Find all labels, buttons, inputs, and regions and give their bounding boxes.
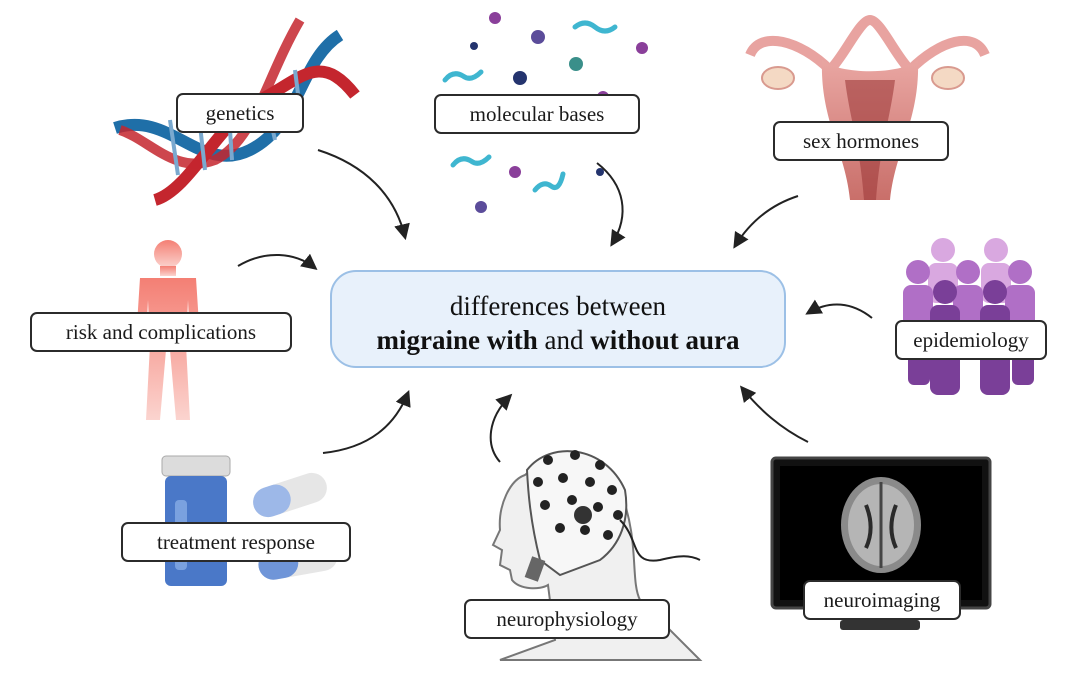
arrow-neurophysiology	[489, 393, 513, 463]
label-treatment-response: treatment response	[121, 522, 351, 562]
central-topic-bold2: without aura	[590, 325, 740, 355]
central-topic-and: and	[537, 325, 591, 355]
arrow-neuroimaging	[739, 385, 809, 443]
uterus-icon	[745, 14, 990, 200]
central-topic-bold1: migraine with	[376, 325, 538, 355]
label-risk-and-complications: risk and complications	[30, 312, 292, 352]
label-molecular-bases: molecular bases	[434, 94, 640, 134]
label-neurophysiology: neurophysiology	[464, 599, 670, 639]
central-topic-line2: migraine with and without aura	[332, 323, 784, 357]
label-sex-hormones: sex hormones	[773, 121, 949, 161]
arrow-treatment	[322, 390, 411, 454]
label-epidemiology: epidemiology	[895, 320, 1047, 360]
arrow-molecular	[596, 162, 626, 247]
people-group-icon	[903, 238, 1035, 395]
central-topic: differences between migraine with and wi…	[330, 270, 786, 368]
label-neuroimaging: neuroimaging	[803, 580, 961, 620]
arrow-hormones	[733, 195, 799, 249]
medication-icon	[161, 455, 338, 586]
label-genetics: genetics	[176, 93, 304, 133]
arrow-epidemiology	[805, 299, 873, 319]
arrow-risk	[237, 253, 318, 270]
central-topic-line1: differences between	[449, 291, 667, 321]
arrows	[237, 149, 873, 463]
arrow-genetics	[317, 149, 410, 241]
